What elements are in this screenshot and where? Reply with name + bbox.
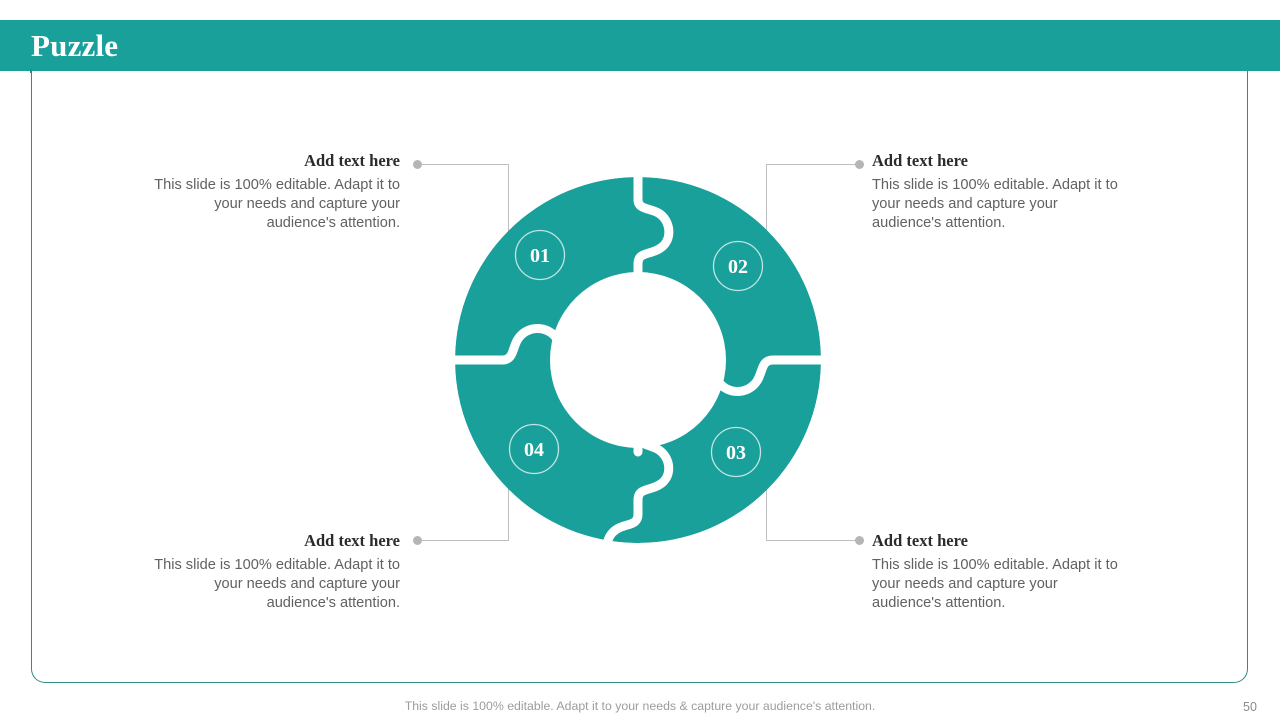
puzzle-number-01[interactable]: 01 [514,229,566,281]
content-border-box [30,69,1248,683]
text-block-01[interactable]: Add text here This slide is 100% editabl… [154,151,400,234]
text-block-02-body: This slide is 100% editable. Adapt it to… [872,177,1118,232]
text-block-04-body: This slide is 100% editable. Adapt it to… [154,557,400,612]
text-block-02[interactable]: Add text here This slide is 100% editabl… [872,151,1118,234]
puzzle-seam-right [631,355,836,396]
puzzle-number-02[interactable]: 02 [712,240,764,292]
number-circle-04 [508,423,560,475]
text-block-03-body: This slide is 100% editable. Adapt it to… [872,557,1118,612]
page-number: 50 [1243,700,1257,714]
text-block-01-body: This slide is 100% editable. Adapt it to… [154,177,400,232]
puzzle-ring-diagram: 01 02 03 04 [440,162,836,558]
puzzle-seam-left [441,324,645,365]
text-block-03[interactable]: Add text here This slide is 100% editabl… [872,531,1118,614]
puzzle-ring-body [441,165,836,558]
text-block-03-heading: Add text here [872,531,968,550]
number-label-02: 02 [728,256,748,278]
text-block-04[interactable]: Add text here This slide is 100% editabl… [154,531,400,614]
text-block-02-heading: Add text here [872,151,968,170]
puzzle-number-03[interactable]: 03 [710,426,762,478]
puzzle-number-04[interactable]: 04 [508,423,560,475]
footer-note: This slide is 100% editable. Adapt it to… [404,699,876,713]
header-band [0,20,1280,71]
text-block-01-heading: Add text here [304,151,400,170]
number-label-04: 04 [524,439,544,461]
number-label-01: 01 [530,245,550,267]
text-block-04-heading: Add text here [304,531,400,550]
number-circle-01 [514,229,566,281]
puzzle-ring-svg: 01 02 03 04 [441,165,836,558]
page-title: Puzzle [31,28,119,63]
number-circle-03 [710,426,762,478]
puzzle-seam-top [602,165,674,457]
number-label-03: 03 [726,442,746,464]
puzzle-seam-bottom [602,355,674,558]
number-circle-02 [712,240,764,292]
